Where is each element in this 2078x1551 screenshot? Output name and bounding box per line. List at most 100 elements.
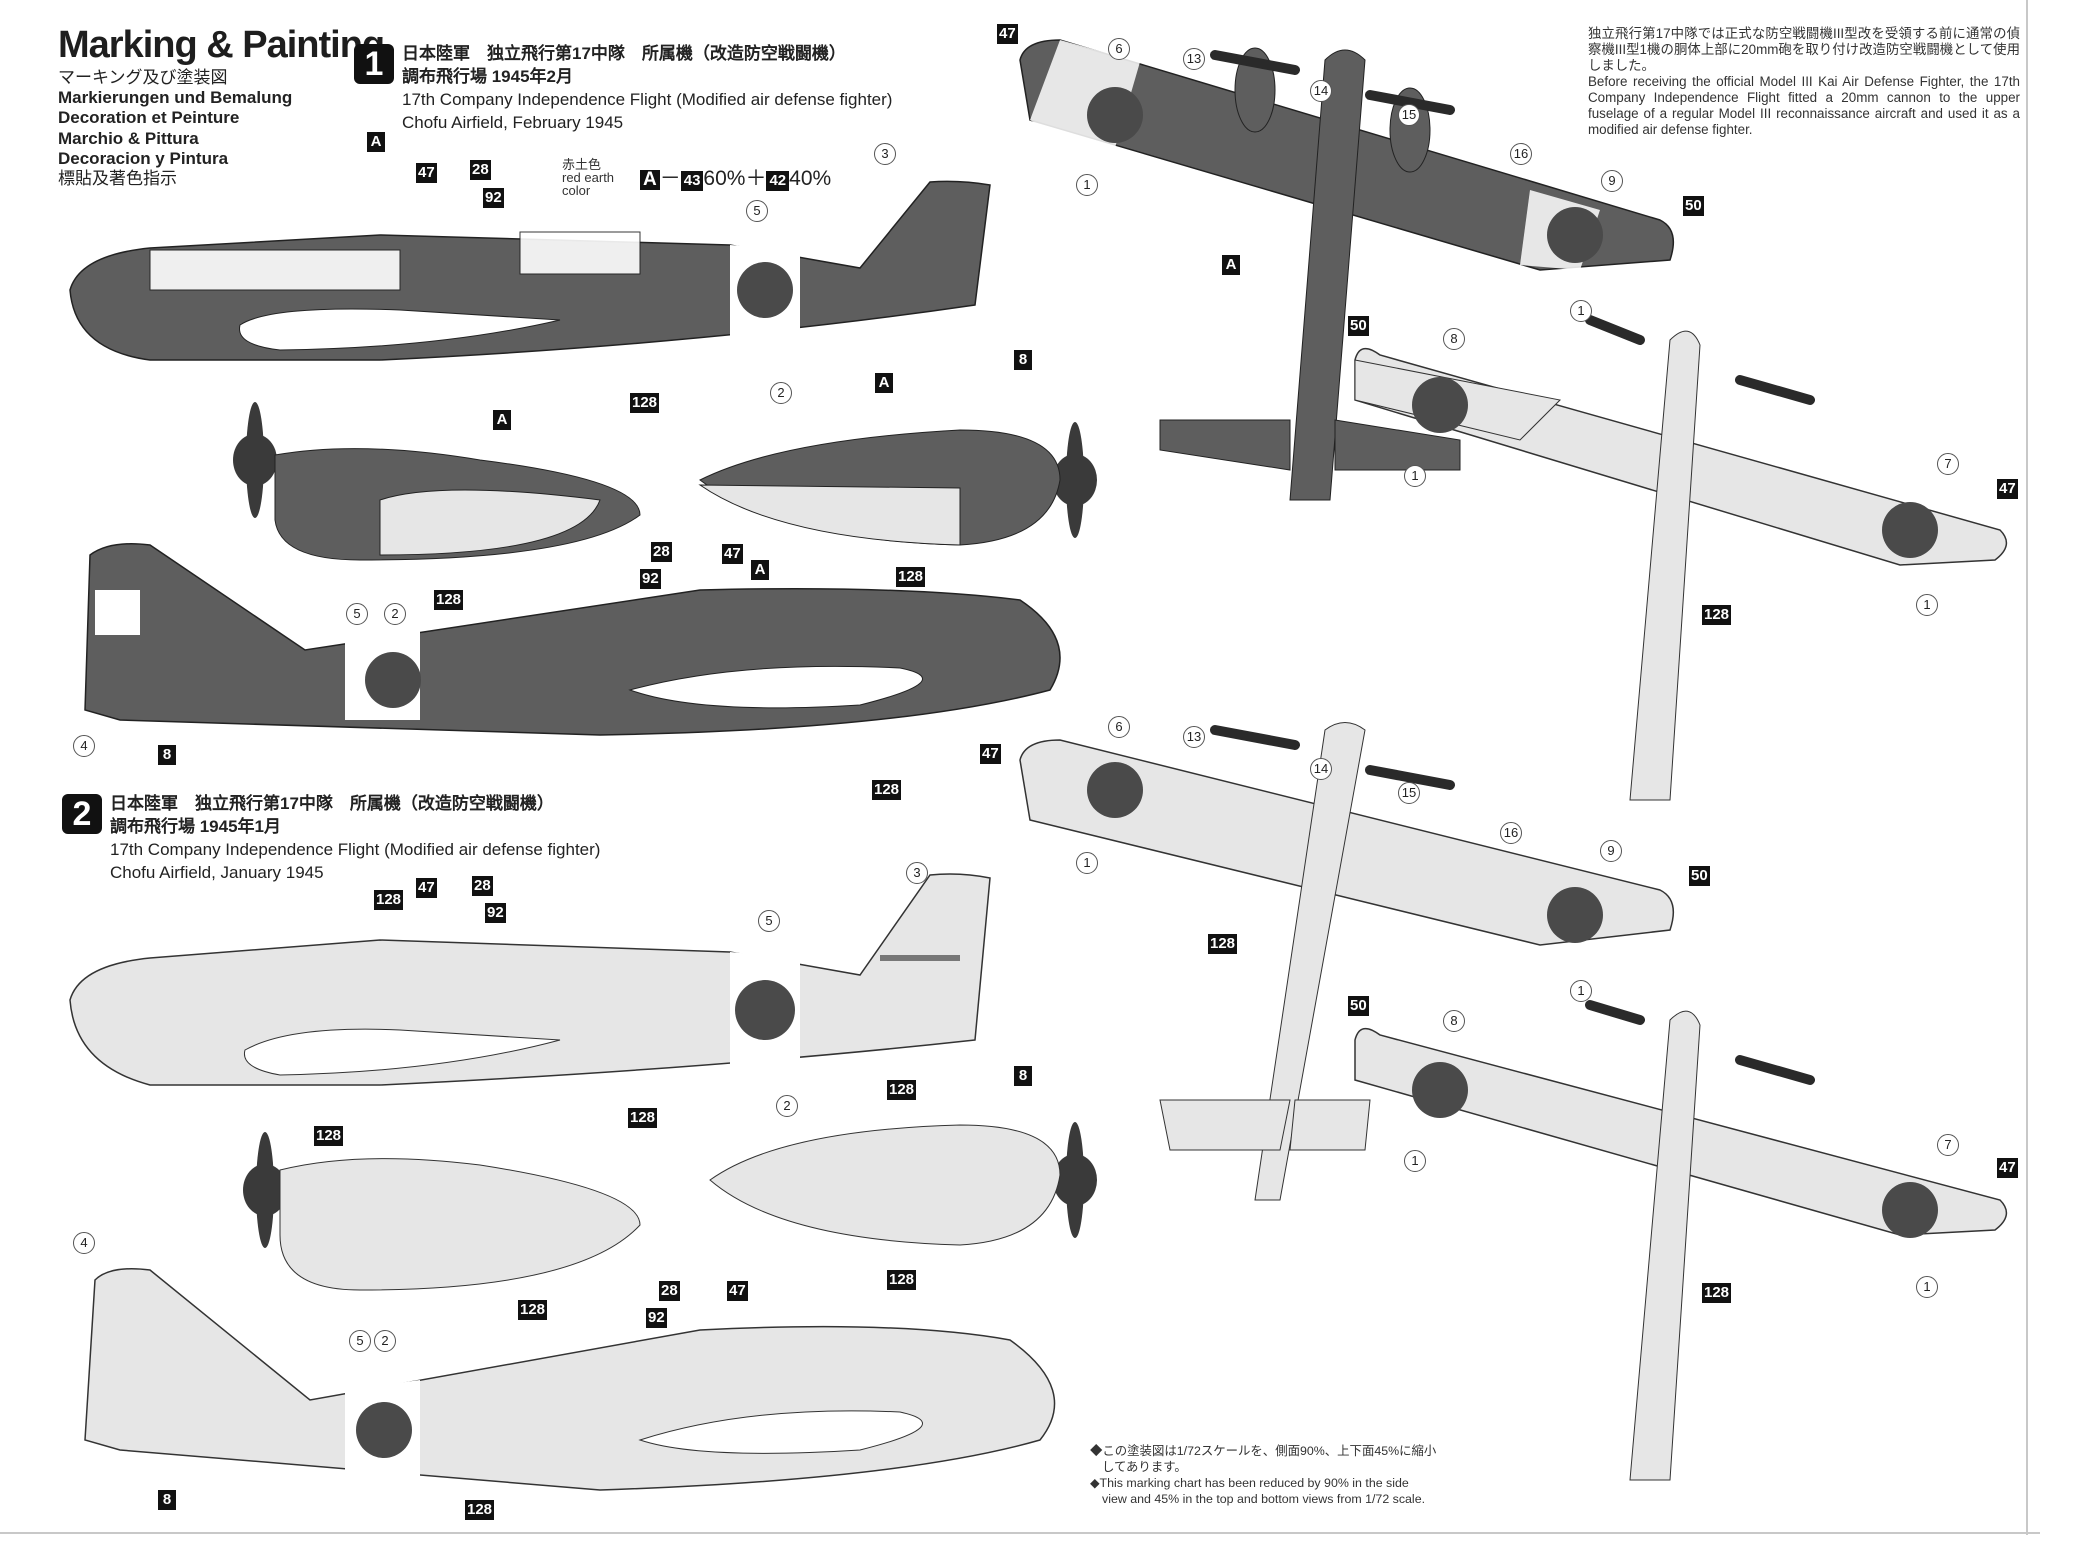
callout-marking-1: 1 xyxy=(1916,1276,1938,1298)
subtitle-de: Markierungen und Bemalung xyxy=(58,88,293,107)
scheme-1-top-view xyxy=(1019,39,1675,501)
callout-marking-16: 16 xyxy=(1510,143,1532,165)
page-border-bottom xyxy=(0,1532,2040,1534)
callout-marking-3: 3 xyxy=(874,143,896,165)
scheme-2-side-view-port xyxy=(69,873,991,1086)
callout-paint-a: A xyxy=(493,410,511,430)
callout-marking-14: 14 xyxy=(1310,80,1332,102)
callout-paint-128: 128 xyxy=(1208,934,1238,954)
callout-paint-a: A xyxy=(367,132,385,152)
callout-paint-a: A xyxy=(751,560,769,580)
callout-marking-2: 2 xyxy=(776,1095,798,1117)
callout-decal-92: 92 xyxy=(646,1308,667,1328)
formula-pct-2: 40% xyxy=(789,167,832,190)
callout-decal-28: 28 xyxy=(470,160,491,180)
scheme-1-side-view-port xyxy=(69,180,991,361)
subtitle-fr: Decoration et Peinture xyxy=(58,108,240,127)
callout-paint-128: 128 xyxy=(628,1108,658,1128)
scheme-2-caption: 日本陸軍 独立飛行第17中隊 所属機（改造防空戦闘機） 調布飛行場 1945年1… xyxy=(110,792,600,884)
callout-decal-8: 8 xyxy=(1014,350,1032,370)
callout-marking-1: 1 xyxy=(1404,1150,1426,1172)
scheme-1-en-line2: Chofu Airfield, February 1945 xyxy=(402,113,624,132)
history-note: 独立飛行第17中隊では正式な防空戦闘機III型改を受領する前に通常の偵察機III… xyxy=(1588,26,2020,138)
callout-paint-a: A xyxy=(1222,255,1240,275)
callout-decal-8: 8 xyxy=(1014,1066,1032,1086)
formula-dash: － xyxy=(659,167,681,190)
callout-decal-50: 50 xyxy=(1348,316,1369,336)
callout-marking-16: 16 xyxy=(1500,822,1522,844)
callout-marking-9: 9 xyxy=(1601,170,1623,192)
callout-marking-1: 1 xyxy=(1916,594,1938,616)
callout-decal-28: 28 xyxy=(472,876,493,896)
scheme-1-bottom-view xyxy=(1354,315,2008,801)
callout-marking-2: 2 xyxy=(384,603,406,625)
callout-marking-8: 8 xyxy=(1443,1010,1465,1032)
scheme-1-jp-line2: 調布飛行場 1945年2月 xyxy=(402,67,573,86)
callout-paint-128: 128 xyxy=(872,780,902,800)
footnote-en-1: ◆This marking chart has been reduced by … xyxy=(1090,1476,1409,1490)
callout-decal-28: 28 xyxy=(659,1281,680,1301)
callout-marking-4: 4 xyxy=(73,1232,95,1254)
callout-marking-14: 14 xyxy=(1310,758,1332,780)
callout-decal-47: 47 xyxy=(1997,1158,2018,1178)
scheme-2-en-line2: Chofu Airfield, January 1945 xyxy=(110,863,324,882)
scheme-1-badge: 1 xyxy=(354,44,394,84)
footnote-jp-2: してあります。 xyxy=(1102,1460,1187,1474)
callout-paint-128: 128 xyxy=(630,393,660,413)
callout-marking-13: 13 xyxy=(1183,48,1205,70)
callout-paint-128: 128 xyxy=(465,1500,495,1520)
subtitle-jp: マーキング及び塗装図 xyxy=(58,68,228,87)
subtitle-es: Decoracion y Pintura xyxy=(58,149,229,168)
scheme-1-jp-line1: 日本陸軍 独立飛行第17中隊 所属機（改造防空戦闘機） xyxy=(402,44,846,63)
callout-paint-128: 128 xyxy=(887,1270,917,1290)
callout-decal-47: 47 xyxy=(722,544,743,564)
paint-code-42: 42 xyxy=(766,171,790,191)
callout-marking-2: 2 xyxy=(374,1330,396,1352)
callout-marking-2: 2 xyxy=(770,382,792,404)
callout-decal-92: 92 xyxy=(483,188,504,208)
callout-paint-128: 128 xyxy=(1702,605,1732,625)
callout-marking-6: 6 xyxy=(1108,716,1130,738)
callout-decal-47: 47 xyxy=(997,24,1018,44)
hinomaru-fuselage xyxy=(737,262,793,318)
callout-decal-47: 47 xyxy=(416,878,437,898)
callout-paint-a: A xyxy=(875,373,893,393)
callout-decal-92: 92 xyxy=(640,569,661,589)
callout-marking-1: 1 xyxy=(1570,300,1592,322)
callout-marking-1: 1 xyxy=(1076,174,1098,196)
callout-marking-4: 4 xyxy=(73,735,95,757)
callout-marking-13: 13 xyxy=(1183,726,1205,748)
callout-marking-7: 7 xyxy=(1937,1134,1959,1156)
callout-marking-1: 1 xyxy=(1076,852,1098,874)
callout-marking-7: 7 xyxy=(1937,453,1959,475)
paint-code-a: A xyxy=(640,170,660,190)
callout-marking-3: 3 xyxy=(906,862,928,884)
page-border-right xyxy=(2026,0,2028,1535)
callout-marking-5: 5 xyxy=(758,910,780,932)
scheme-1-caption: 日本陸軍 独立飛行第17中隊 所属機（改造防空戦闘機） 調布飛行場 1945年2… xyxy=(402,42,892,134)
scheme-1-side-view-starboard xyxy=(84,543,1061,736)
callout-marking-9: 9 xyxy=(1600,840,1622,862)
formula-pct-1: 60% xyxy=(703,167,746,190)
callout-decal-92: 92 xyxy=(485,903,506,923)
callout-marking-5: 5 xyxy=(346,603,368,625)
footnote-jp-1: ◆この塗装図は1/72スケールを、側面90%、上下面45%に縮小 xyxy=(1090,1444,1437,1458)
callout-paint-128: 128 xyxy=(434,590,464,610)
color-mix-label-en2: color xyxy=(562,183,591,198)
scale-footnote: ◆この塗装図は1/72スケールを、側面90%、上下面45%に縮小 してあります。… xyxy=(1090,1443,1510,1507)
scheme-2-top-view xyxy=(1019,722,1675,1201)
scheme-2-jp-line1: 日本陸軍 独立飛行第17中隊 所属機（改造防空戦闘機） xyxy=(110,794,554,813)
callout-paint-128: 128 xyxy=(896,567,926,587)
history-note-en: Before receiving the official Model III … xyxy=(1588,74,2020,137)
scheme-2-nacelles xyxy=(243,1122,1097,1291)
subtitle-zh: 標貼及著色指示 xyxy=(58,169,177,188)
callout-decal-50: 50 xyxy=(1689,866,1710,886)
callout-decal-8: 8 xyxy=(158,1490,176,1510)
callout-paint-128: 128 xyxy=(1702,1283,1732,1303)
paint-code-43: 43 xyxy=(680,171,704,191)
callout-paint-128: 128 xyxy=(887,1080,917,1100)
callout-marking-15: 15 xyxy=(1398,782,1420,804)
callout-marking-1: 1 xyxy=(1404,465,1426,487)
